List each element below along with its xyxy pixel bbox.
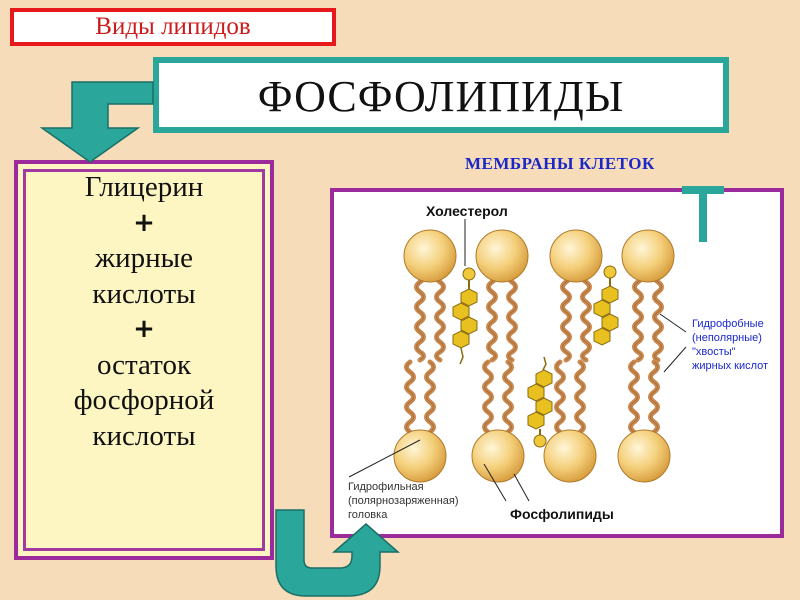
fatty-acid-tail-outline	[416, 271, 424, 361]
composition-list: Глицерин + жирные кислоты + остаток фосф…	[22, 170, 266, 454]
composition-item-phosphoric: фосфорной	[73, 384, 215, 416]
phospholipid-head	[475, 229, 529, 283]
fatty-acid-tail-outline	[436, 271, 444, 361]
bent-down-arrow-icon	[39, 81, 154, 163]
leader-lines	[348, 219, 687, 502]
fatty-acid-tail-outline	[508, 271, 516, 361]
fatty-acid-tail	[632, 269, 644, 363]
fatty-acid-tail-outline	[654, 271, 662, 361]
fatty-acid-tail-outline	[488, 271, 496, 361]
composition-item-acid: кислоты	[92, 419, 196, 452]
page-title: ФОСФОЛИПИДЫ	[257, 72, 625, 121]
fatty-acid-tail-outline	[562, 271, 570, 361]
fatty-acid-tail-outline	[582, 271, 590, 361]
hydrophobic-label: Гидрофобные (неполярные) "хвосты" жирных…	[692, 318, 768, 372]
fatty-acid-tail	[652, 269, 664, 363]
hydrophobic-label-line: "хвосты"	[692, 346, 736, 358]
lipid-types-tag	[10, 8, 336, 46]
hydrophobic-label-line: жирных кислот	[692, 360, 768, 372]
fatty-acid-tail	[486, 269, 498, 363]
phospholipid-head	[471, 429, 525, 483]
fatty-acid-tail	[580, 269, 592, 363]
cholesterol-molecule-lower	[527, 356, 553, 448]
composition-item-glycerol: Глицерин	[84, 171, 204, 203]
composition-item-fatty: жирные	[95, 242, 193, 274]
membrane-diagram: Холестерол Гидрофобные (неполярные) "хво…	[348, 203, 768, 522]
plus-sign: +	[133, 314, 155, 344]
composition-item-acids: кислоты	[92, 277, 196, 310]
fatty-acid-tail	[506, 269, 518, 363]
hydrophilic-label: Гидрофильная (полярнозаряженная) головка	[348, 481, 459, 521]
plus-sign: +	[133, 207, 155, 238]
hydrophilic-label-line: Гидрофильная	[348, 481, 424, 493]
phospholipid-head	[549, 229, 603, 283]
phospholipid-heads	[393, 229, 675, 483]
phospholipid-head	[403, 229, 457, 283]
hydrophobic-label-line: (неполярные)	[692, 332, 762, 344]
fatty-acid-tail	[560, 269, 572, 363]
composition-item-residue: остаток	[96, 348, 192, 381]
cholesterol-label: Холестерол	[426, 203, 508, 219]
composition-panel	[14, 160, 274, 560]
fatty-acid-tail	[414, 269, 426, 363]
fatty-acid-tail-outline	[634, 271, 642, 361]
phospholipid-head	[617, 429, 671, 483]
membranes-label: МЕМБРАНЫ КЛЕТОК	[465, 154, 655, 173]
up-arrow-icon	[682, 186, 724, 242]
cholesterol-molecule-upper	[452, 267, 478, 365]
u-turn-arrow-icon	[275, 509, 400, 597]
lipid-types-tag-label: Виды липидов	[95, 13, 251, 40]
hydrophilic-label-line: головка	[348, 509, 388, 521]
fatty-acid-tail	[434, 269, 446, 363]
phospholipids-label: Фосфолипиды	[510, 506, 614, 522]
title-box	[153, 57, 729, 133]
hydrophilic-label-line: (полярнозаряженная)	[348, 495, 459, 507]
phospholipid-head	[621, 229, 675, 283]
cholesterol-molecule-upper-right	[593, 265, 619, 346]
phospholipid-head	[543, 429, 597, 483]
phospholipid-head	[393, 429, 447, 483]
hydrophobic-label-line: Гидрофобные	[692, 318, 764, 330]
